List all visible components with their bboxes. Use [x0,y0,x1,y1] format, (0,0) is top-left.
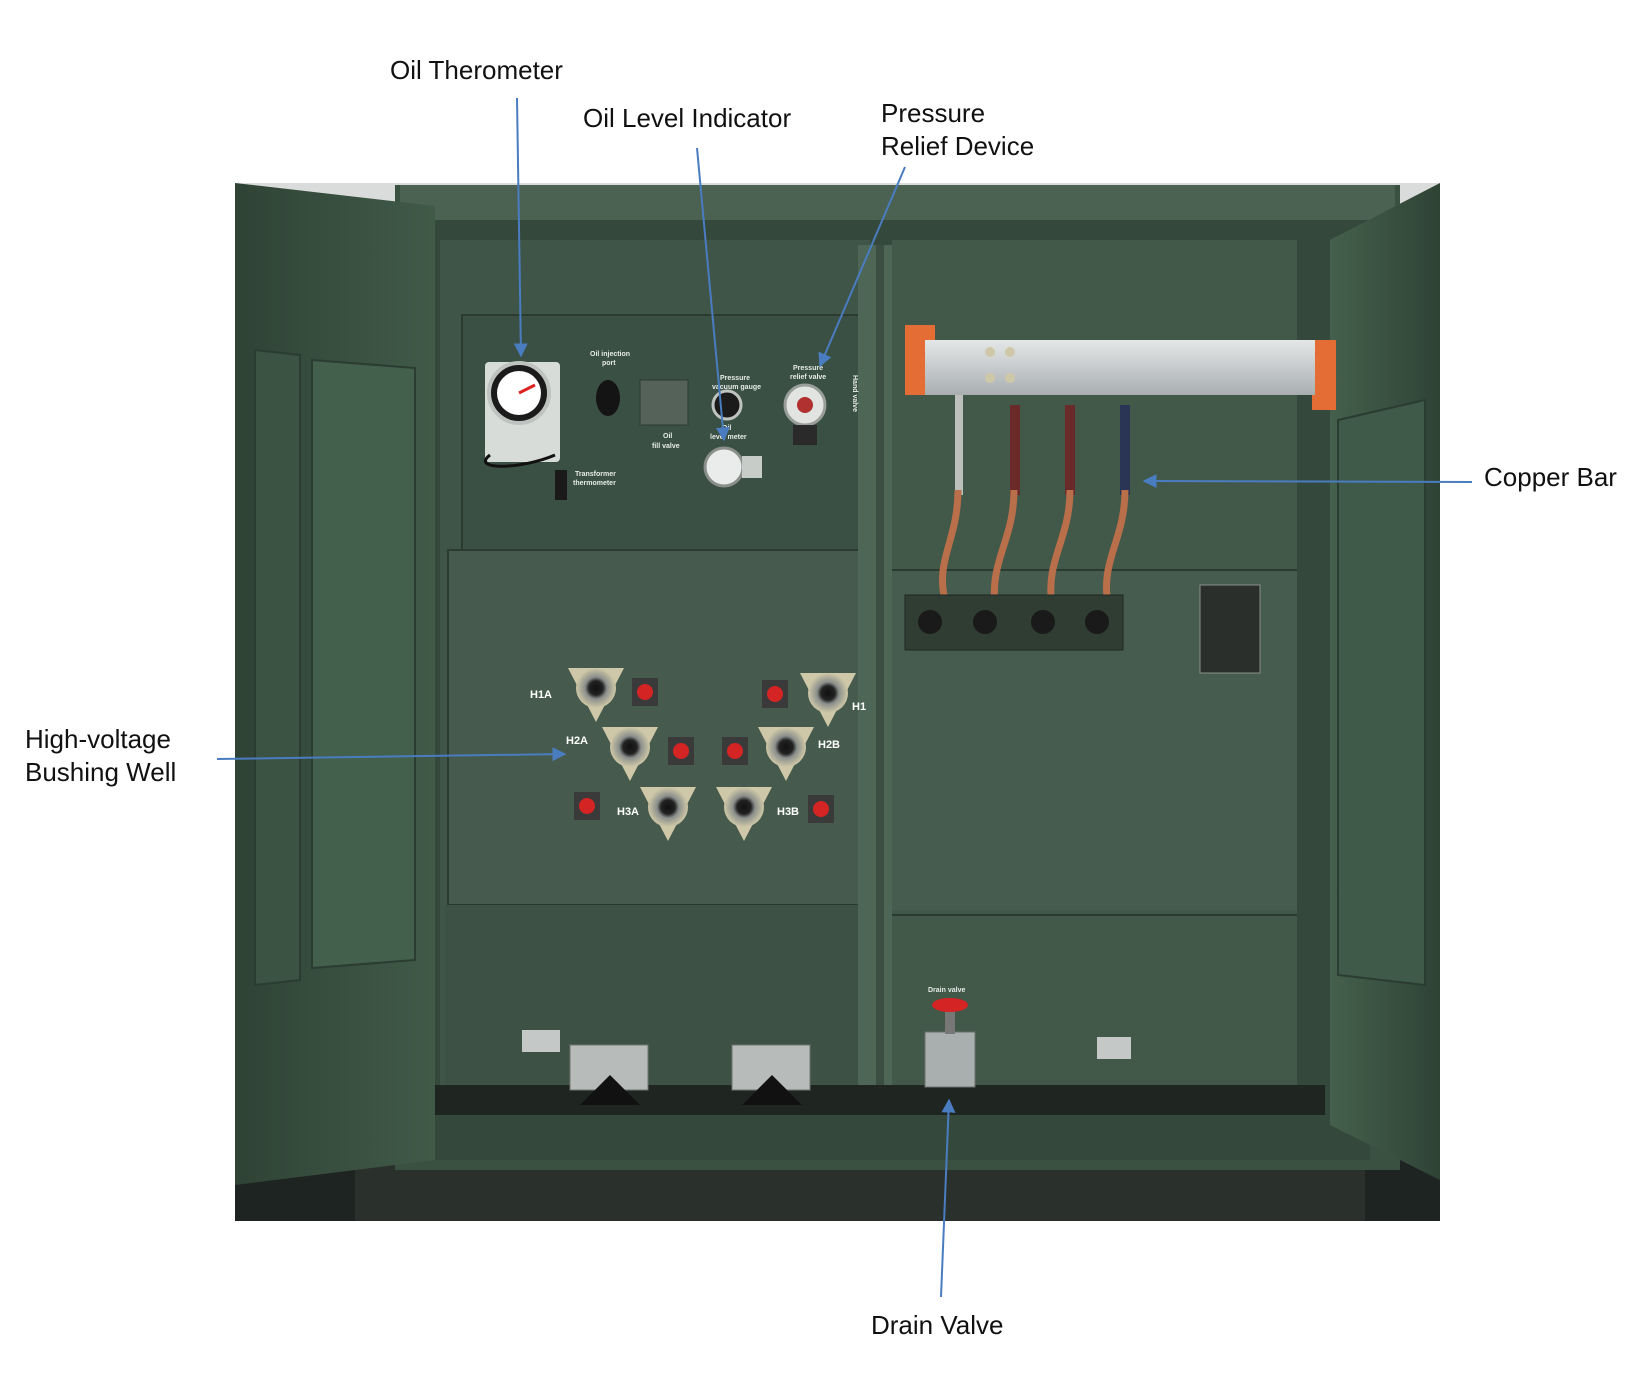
mounting-brackets [522,1030,1131,1105]
leader-copper-bar [1142,474,1473,489]
svg-text:relief valve: relief valve [790,374,826,381]
bushing-h2b: H2B [722,727,840,781]
drain-valve-fixture: Drain valve [924,987,976,1088]
svg-text:thermometer: thermometer [573,480,616,487]
label-oil-level-indicator: Oil Level Indicator [583,103,792,133]
oil-injection-port: Oil injection port [590,351,630,416]
label-pressure-relief-device: Pressure Relief Device [881,97,1034,163]
svg-text:H2A: H2A [566,735,588,747]
bushing-h1b: H1 [762,673,866,727]
svg-text:Pressure: Pressure [720,375,750,382]
bushing-h1a: H1A [530,668,658,722]
bushing-h3b: H3B [716,787,834,841]
leader-oil-thermometer [513,97,528,358]
label-drain-valve: Drain Valve [871,1310,1004,1340]
svg-text:vacuum gauge: vacuum gauge [712,384,761,391]
svg-text:port: port [602,360,616,367]
svg-text:fill valve: fill valve [652,443,680,450]
label-oil-thermometer: Oil Therometer [390,55,563,85]
svg-text:Drain valve: Drain valve [928,987,965,994]
label-pressure-relief-line1: Pressure [881,98,986,128]
svg-text:H1A: H1A [530,689,552,701]
leader-drain-valve [940,1098,956,1298]
oil-fill-valve: Oil fill valve [639,379,689,450]
svg-text:Oil: Oil [663,433,672,440]
svg-text:Transformer: Transformer [575,471,616,478]
svg-text:Hand valve: Hand valve [851,375,858,412]
svg-text:Oil injection: Oil injection [590,351,630,358]
label-hv-bushing-line1: High-voltage [25,724,171,754]
bushing-h3a: H3A [574,787,696,841]
svg-text:H3A: H3A [617,806,639,818]
leader-pressure-relief [818,166,906,368]
label-copper-bar: Copper Bar [1484,462,1617,492]
oil-thermometer [484,361,567,500]
transformer-thermometer-label: Transformer thermometer [573,471,616,487]
label-hv-bushing-well: High-voltage Bushing Well [25,723,176,789]
cabinet-roof [400,185,1395,220]
svg-text:H2B: H2B [818,739,840,751]
bushing-wells: H1A H1 H2A H2B H3A H3B [530,668,866,841]
label-pressure-relief-line2: Relief Device [881,131,1035,161]
hand-valve-label: Hand valve [851,375,858,412]
bushing-h2a: H2A [566,727,694,781]
svg-text:Pressure: Pressure [793,365,823,372]
pressure-relief-valve: Pressure relief valve [783,365,827,445]
svg-text:H1: H1 [852,701,866,713]
copper-bar-assembly [904,325,1336,674]
leader-oil-level-indicator [696,147,730,442]
label-hv-bushing-line2: Bushing Well [25,757,177,787]
svg-text:H3B: H3B [777,806,799,818]
leader-hv-bushing [216,747,567,762]
